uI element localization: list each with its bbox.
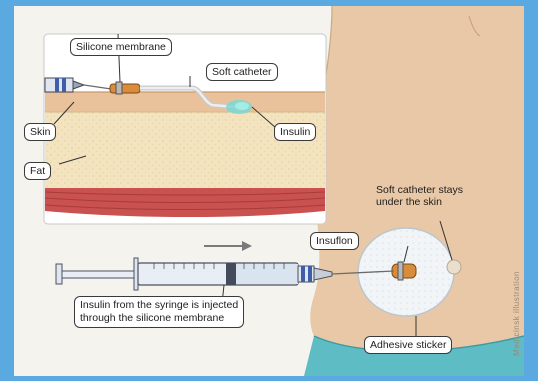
label-adhesive-sticker: Adhesive sticker: [364, 336, 452, 354]
label-injection-line2: through the silicone membrane: [80, 312, 238, 325]
label-injection-note: Insulin from the syringe is injected thr…: [74, 296, 244, 328]
label-soft-catheter: Soft catheter: [206, 63, 278, 81]
label-injection-line1: Insulin from the syringe is injected: [80, 299, 238, 312]
label-insulin: Insulin: [274, 123, 316, 141]
label-silicone-membrane: Silicone membrane: [70, 38, 172, 56]
label-catheter-stays-line1: Soft catheter stays: [376, 184, 463, 196]
label-fat: Fat: [24, 162, 51, 180]
label-skin: Skin: [24, 123, 56, 141]
label-catheter-stays: Soft catheter stays under the skin: [376, 184, 463, 208]
diagram-frame: Silicone membrane Soft catheter Skin Ins…: [14, 6, 524, 376]
label-insuflon: Insuflon: [310, 232, 359, 250]
label-catheter-stays-line2: under the skin: [376, 196, 463, 208]
direction-arrow: [204, 241, 252, 251]
illustration-credit: Medicinsk illustration: [512, 271, 521, 356]
